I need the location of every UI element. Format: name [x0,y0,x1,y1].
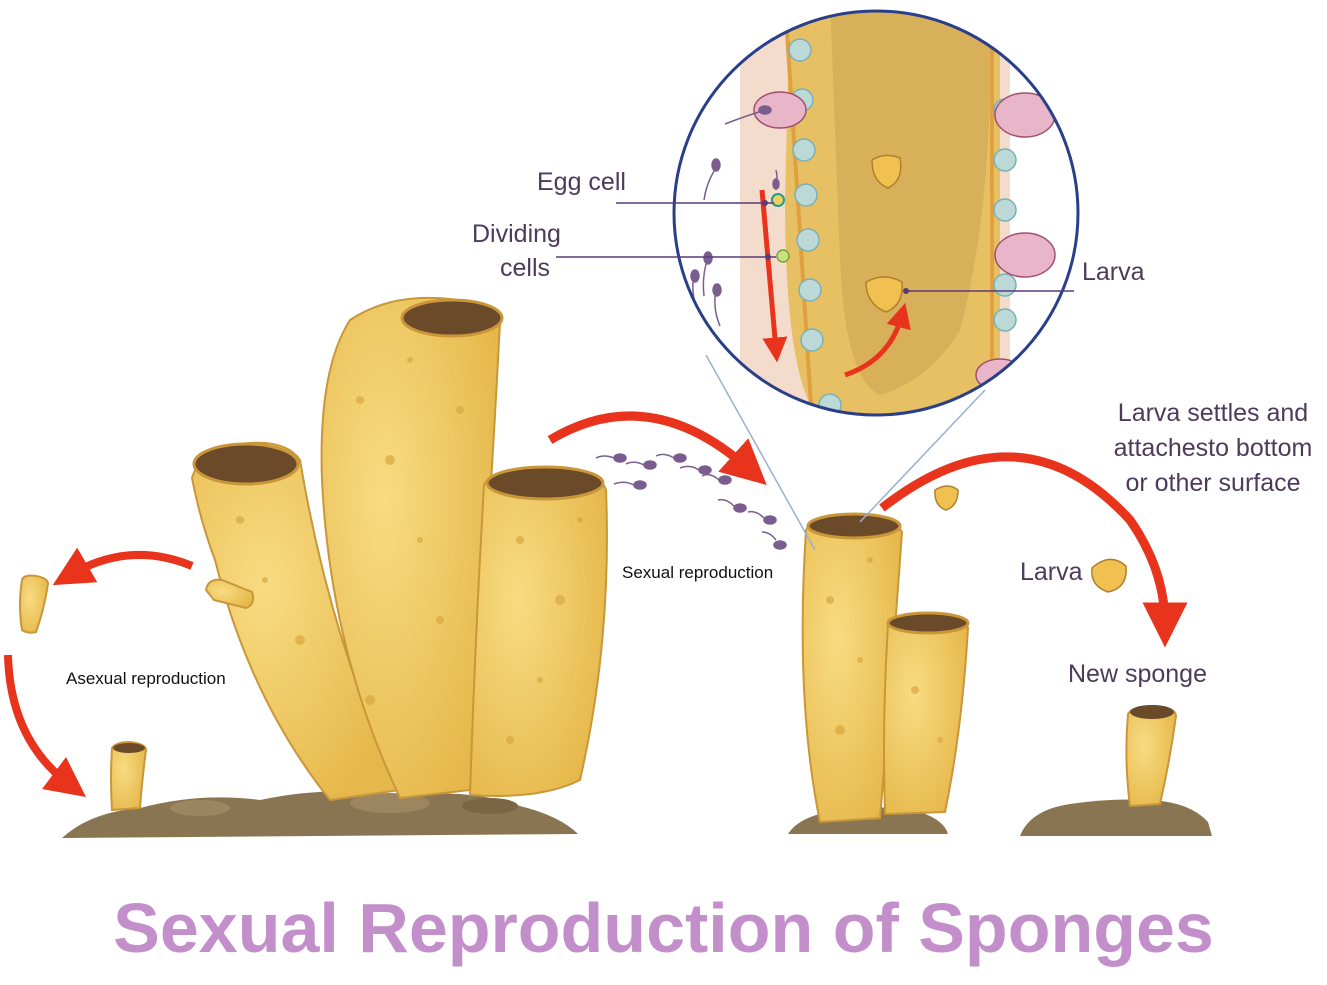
asexual-reproduction-label: Asexual reproduction [66,669,226,688]
larva-settles-line-2: attachesto bottom [1113,434,1313,462]
inset-border [672,9,1080,417]
larva-inset-label: Larva [1082,258,1145,286]
new-sponge [1125,704,1178,808]
sponge-spots-left [236,357,583,744]
fragment-sponge [19,574,50,634]
larva-free [934,485,959,511]
inset-arrow-down [759,189,788,363]
diagram-title: Sexual Reproduction of Sponges [113,889,1214,967]
egg-cell-label: Egg cell [537,168,626,196]
asexual-arrow-bottom [4,654,86,798]
dividing-cells-label-2: cells [500,254,551,282]
larva-settles-line-3: or other surface [1125,469,1301,497]
dividing-pointer-dot [765,254,771,260]
sponge-middle-short [883,611,970,816]
larva-right [1091,558,1127,593]
settle-arrow [879,452,1188,648]
zoom-line-right [859,389,986,523]
dividing-cells-dot [776,249,790,263]
larva-pointer-dot [903,288,909,294]
ground-left [62,791,578,838]
sponge-center-tube [320,296,504,800]
asexual-arrow-top [52,547,194,586]
egg-pointer-dot [762,200,768,206]
asexual-small-sponge [110,740,148,812]
sponge-right-tube [468,465,608,797]
sponge-spots-middle [826,557,943,743]
inset-magnified-view [674,11,1078,415]
zoom-line-left [705,354,816,551]
inset-arrow-up [844,302,911,378]
sponge-left-tube [190,441,402,802]
larva-label: Larva [1020,558,1083,586]
larva-settles-line-1: Larva settles and [1117,399,1309,427]
ground-right [1020,799,1212,836]
dividing-cells-label-1: Dividing [472,220,561,248]
new-sponge-label: New sponge [1068,660,1207,688]
sponge-middle-tall [801,512,904,824]
egg-cell-dot [771,193,785,207]
sexual-arrow [547,411,767,486]
bud-broken [204,578,255,610]
sperm-cluster [595,453,787,550]
sexual-reproduction-label: Sexual reproduction [622,563,774,582]
